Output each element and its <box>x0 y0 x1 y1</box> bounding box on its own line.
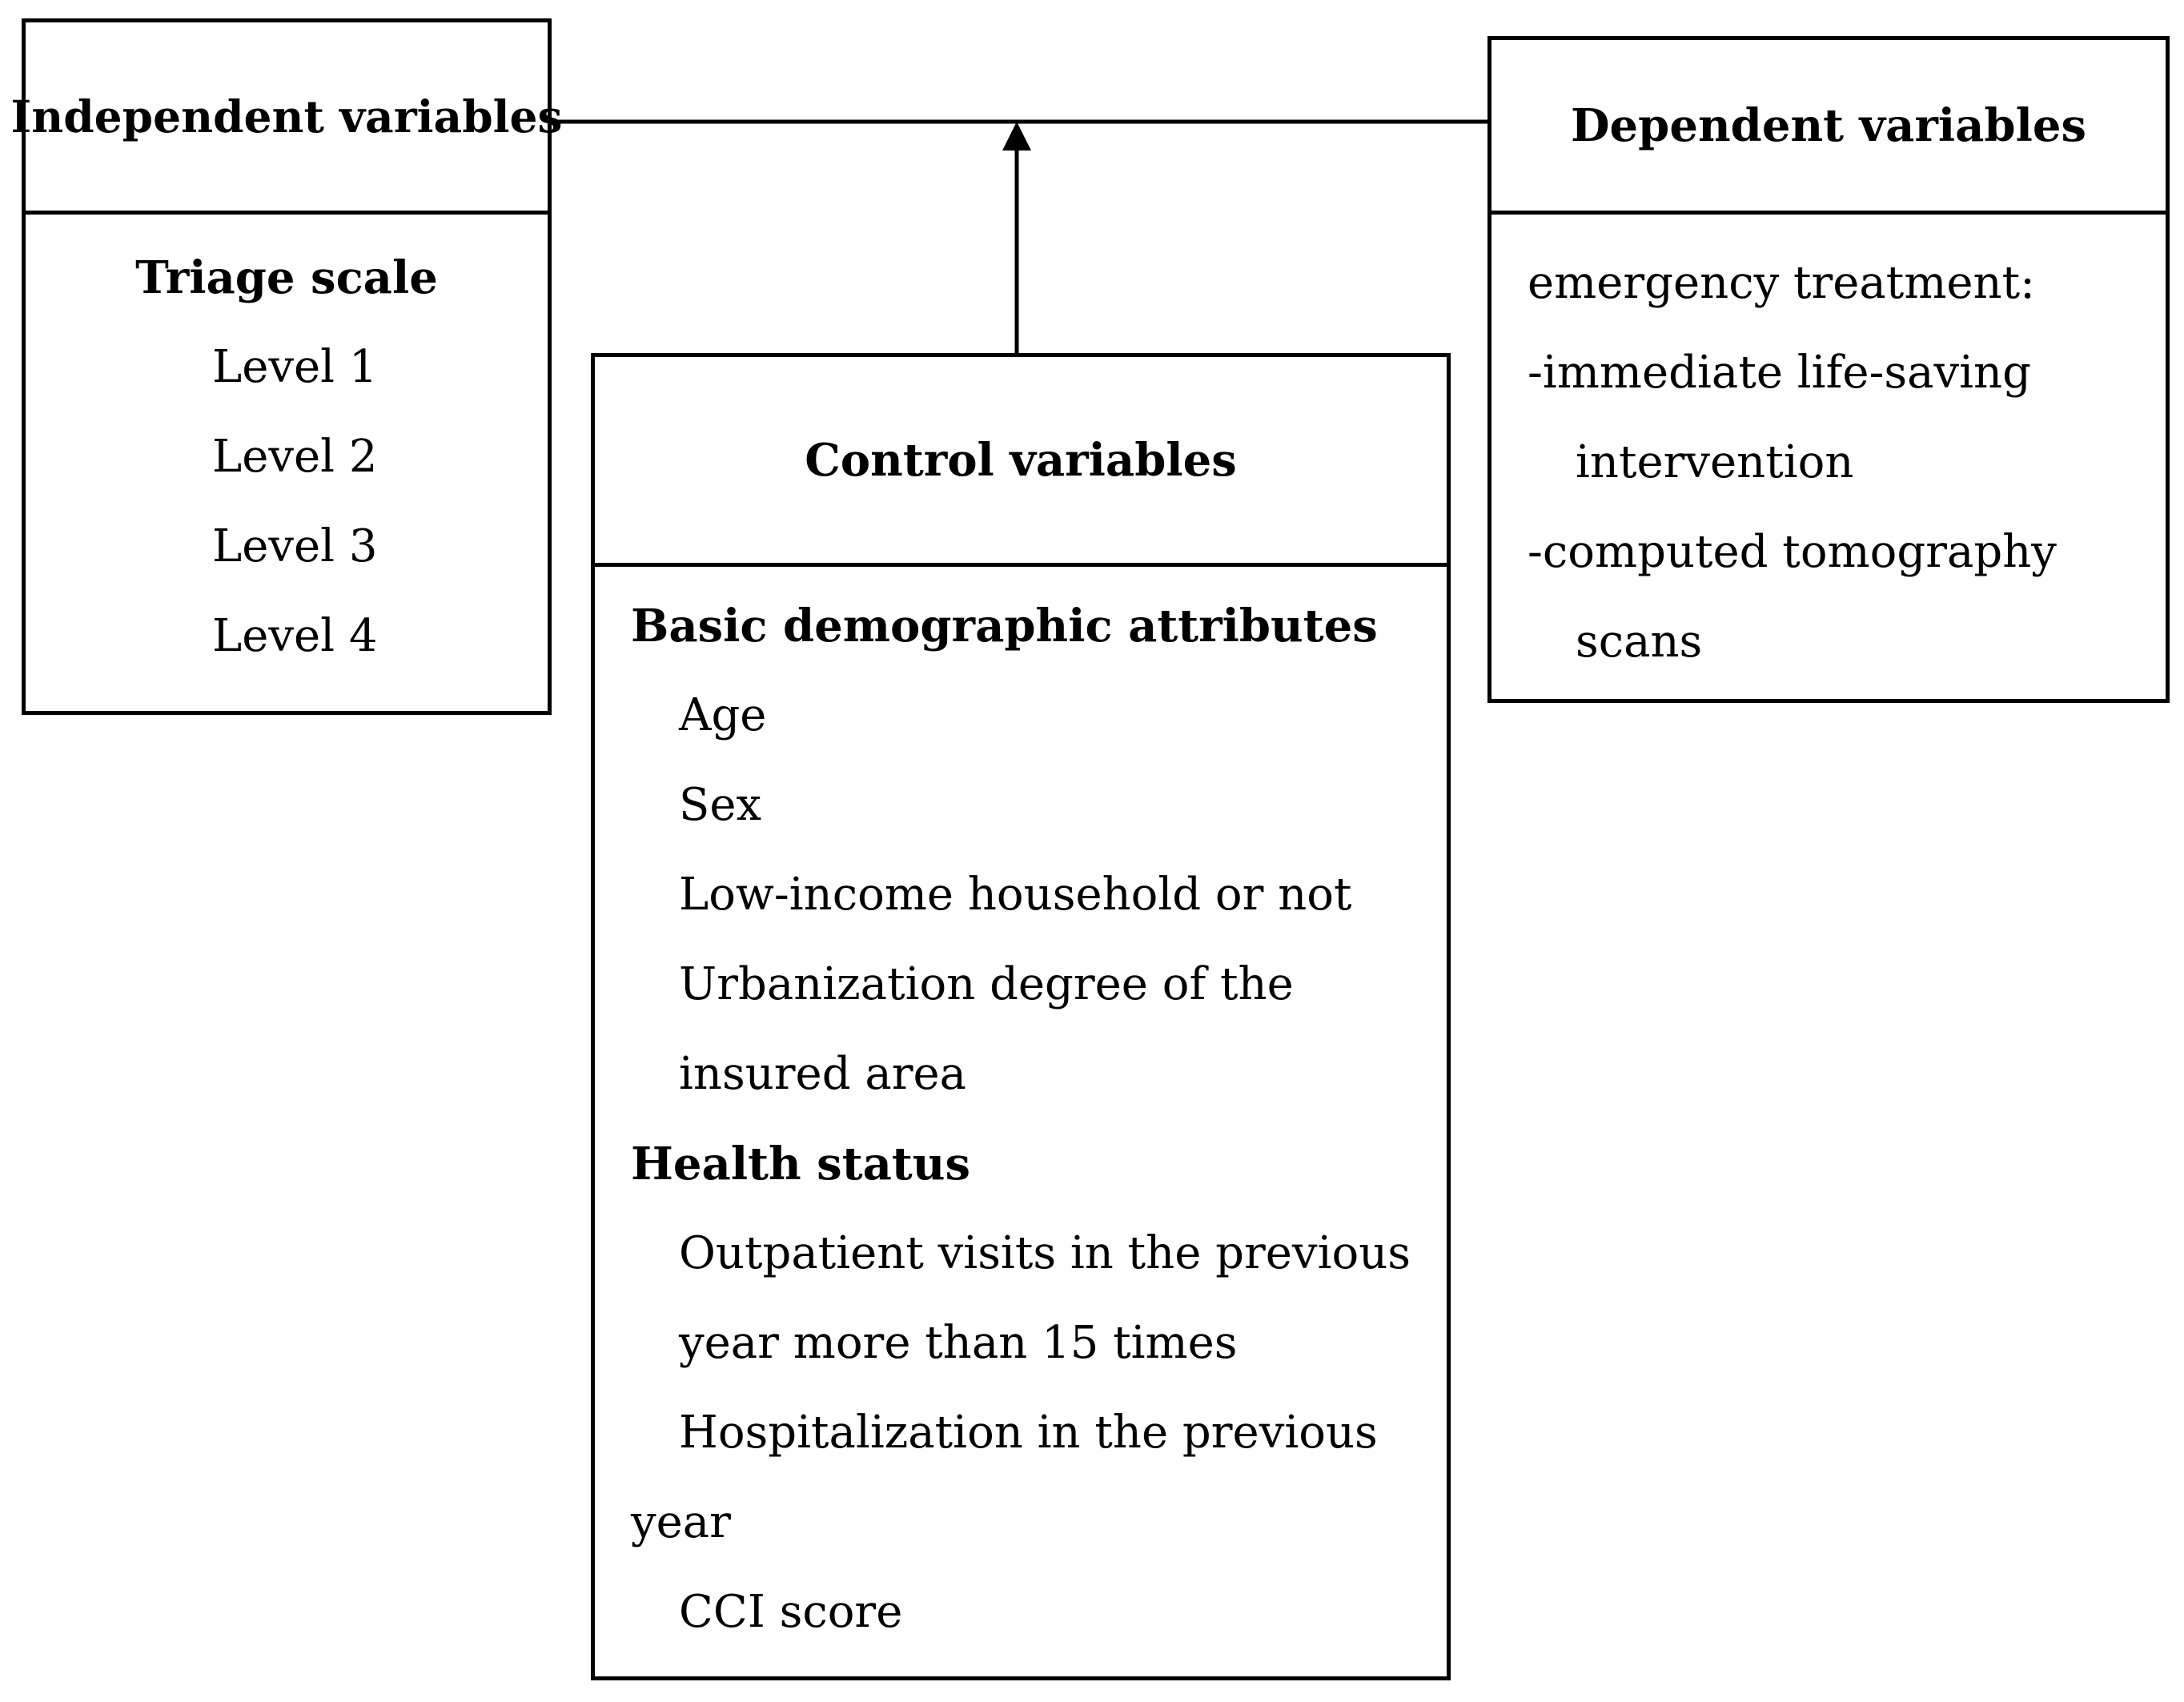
level-item: Level 1 <box>212 341 378 393</box>
control-item: year <box>631 1496 731 1548</box>
control-item: year more than 15 times <box>679 1317 1238 1369</box>
control-variables-header: Control variables <box>595 357 1447 567</box>
triage-scale-title: Triage scale <box>135 251 438 304</box>
independent-variables-body: Triage scale Level 1 Level 2 Level 3 Lev… <box>26 215 548 711</box>
control-item: Sex <box>679 779 762 831</box>
dependent-line: -immediate life-saving <box>1528 347 2031 399</box>
dependent-variables-body: emergency treatment: -immediate life-sav… <box>1491 215 2166 699</box>
control-item: CCI score <box>679 1586 903 1638</box>
demographic-group-title: Basic demographic attributes <box>631 600 1378 652</box>
arrowhead-icon <box>1002 122 1031 151</box>
dependent-variables-header: Dependent variables <box>1491 40 2166 215</box>
dependent-line: emergency treatment: <box>1528 257 2035 309</box>
independent-variables-box: Independent variables Triage scale Level… <box>11 18 563 715</box>
dependent-variables-box: Dependent variables emergency treatment:… <box>1487 36 2170 703</box>
dependent-line: -computed tomography <box>1528 526 2057 578</box>
control-item: Age <box>679 689 767 741</box>
control-item: Hospitalization in the previous <box>679 1407 1378 1459</box>
control-item: insured area <box>679 1048 967 1100</box>
health-status-group-title: Health status <box>631 1138 970 1190</box>
dependent-line: intervention <box>1576 436 1854 488</box>
control-item: Outpatient visits in the previous <box>679 1227 1411 1279</box>
dependent-line: scans <box>1576 616 1703 668</box>
control-item: Low-income household or not <box>679 869 1352 921</box>
control-variables-box: Control variables Basic demographic attr… <box>591 353 1451 1680</box>
independent-variables-header: Independent variables <box>11 22 563 215</box>
level-item: Level 3 <box>212 520 378 572</box>
level-item: Level 2 <box>212 431 378 483</box>
control-variables-body: Basic demographic attributes Age Sex Low… <box>595 567 1447 1676</box>
level-item: Level 4 <box>212 610 378 662</box>
control-item: Urbanization degree of the <box>679 958 1294 1010</box>
